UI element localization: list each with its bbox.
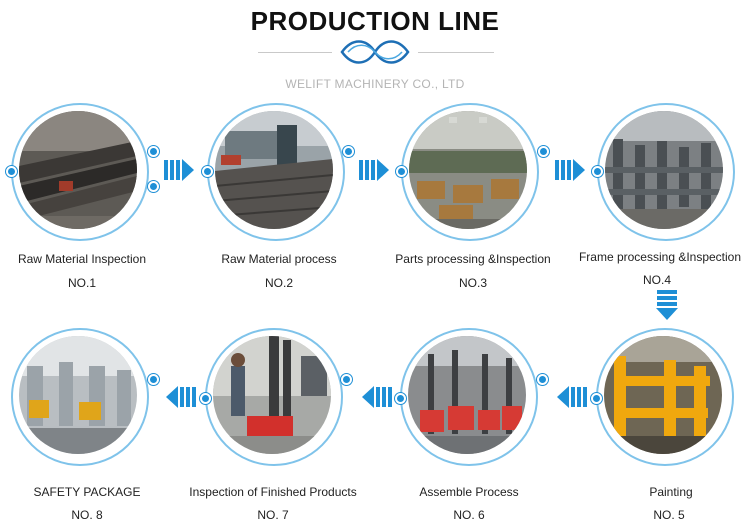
left-connector-dot-icon <box>395 393 406 404</box>
yellow-frames-photo <box>604 336 722 454</box>
step-label: Raw Material process <box>221 252 337 266</box>
arrow-down-icon <box>656 290 678 320</box>
step-label: Assemble Process <box>419 485 519 499</box>
laser-cutting-photo <box>215 111 333 229</box>
left-connector-dot-icon <box>202 166 213 177</box>
step-label: Parts processing &Inspection <box>395 252 551 266</box>
step-number: NO.3 <box>458 276 487 290</box>
left-connector-dot-icon <box>6 166 17 177</box>
right-connector-dot-icon <box>148 181 159 192</box>
arrow-left-icon <box>557 386 587 408</box>
packaging-photo <box>19 336 137 454</box>
step-label: Painting <box>649 485 693 499</box>
arrow-right-icon <box>359 159 389 181</box>
left-connector-dot-icon <box>396 166 407 177</box>
company-subtitle: WELIFT MACHINERY CO., LTD <box>285 77 465 91</box>
steel-stock-photo <box>19 111 137 229</box>
right-connector-dot-icon <box>148 374 159 385</box>
step-number: NO. 8 <box>71 508 103 522</box>
right-connector-dot-icon <box>341 374 352 385</box>
wave-logo-icon <box>340 40 410 64</box>
step-number: NO.4 <box>642 273 671 287</box>
right-connector-dot-icon <box>343 146 354 157</box>
step-number: NO. 7 <box>257 508 289 522</box>
right-connector-dot-icon <box>148 146 159 157</box>
step-ring <box>11 328 149 466</box>
parts-workshop-photo <box>409 111 527 229</box>
left-connector-dot-icon <box>592 166 603 177</box>
step-label: Raw Material Inspection <box>17 252 147 266</box>
step-number: NO. 5 <box>653 508 685 522</box>
arrow-left-icon <box>362 386 392 408</box>
assembly-line-photo <box>408 336 526 454</box>
left-connector-dot-icon <box>591 393 602 404</box>
step-label: Inspection of Finished Products <box>189 485 357 499</box>
arrow-right-icon <box>164 159 194 181</box>
right-connector-dot-icon <box>538 146 549 157</box>
step-number: NO.2 <box>264 276 293 290</box>
title-rule-left <box>258 52 332 53</box>
stacker-test-photo <box>213 336 331 454</box>
title-rule-right <box>418 52 494 53</box>
arrow-left-icon <box>166 386 196 408</box>
step-label: SAFETY PACKAGE <box>33 485 141 499</box>
step-label: Frame processing &Inspection <box>578 250 742 264</box>
frame-workshop-photo <box>605 111 723 229</box>
left-connector-dot-icon <box>200 393 211 404</box>
page-title: PRODUCTION LINE <box>250 6 500 36</box>
arrow-right-icon <box>555 159 585 181</box>
step-number: NO.1 <box>67 276 96 290</box>
step-number: NO. 6 <box>453 508 485 522</box>
right-connector-dot-icon <box>537 374 548 385</box>
